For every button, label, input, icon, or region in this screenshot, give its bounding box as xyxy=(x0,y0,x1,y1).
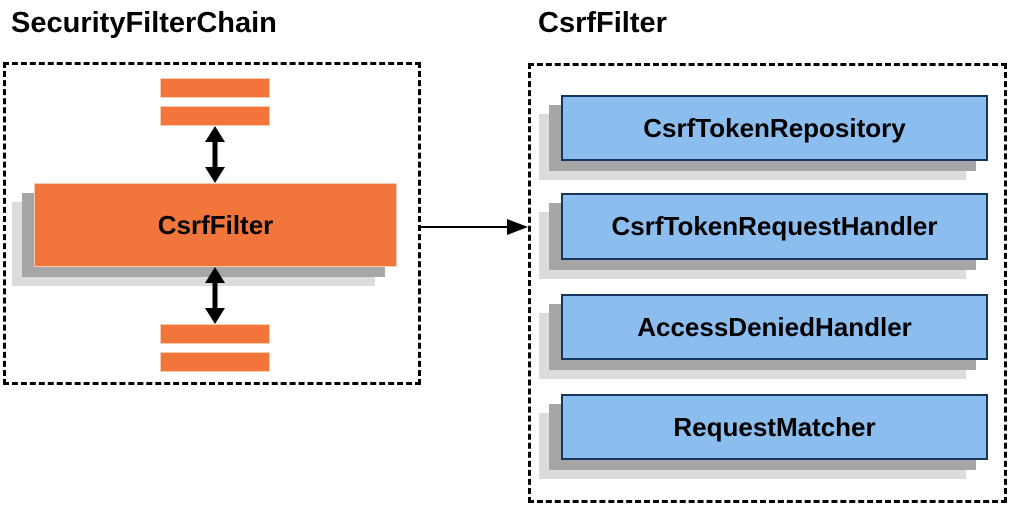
component-node-access-denied-handler: AccessDeniedHandler xyxy=(561,294,988,360)
component-label: CsrfTokenRequestHandler xyxy=(611,211,938,241)
double-arrow-icon xyxy=(205,267,225,324)
csrf-filter-node-label: CsrfFilter xyxy=(157,209,274,240)
component-node-csrf-token-request-handler: CsrfTokenRequestHandler xyxy=(561,193,988,260)
filter-placeholder-bar xyxy=(160,352,270,372)
double-arrow-icon xyxy=(205,126,225,183)
component-node-csrf-token-repository: CsrfTokenRepository xyxy=(561,95,988,161)
component-node-request-matcher: RequestMatcher xyxy=(561,394,988,460)
flow-arrow-icon xyxy=(421,219,528,235)
filter-placeholder-bar xyxy=(160,324,270,344)
security-filter-chain-container: CsrfFilter xyxy=(3,62,421,385)
csrf-filter-node: CsrfFilter xyxy=(34,183,397,267)
csrf-filter-container: CsrfTokenRepository CsrfTokenRequestHand… xyxy=(528,63,1007,503)
csrf-filter-title: CsrfFilter xyxy=(538,7,667,39)
filter-placeholder-bar xyxy=(160,78,270,98)
component-label: RequestMatcher xyxy=(673,411,876,442)
component-label: AccessDeniedHandler xyxy=(637,311,912,342)
filter-placeholder-bar xyxy=(160,106,270,126)
component-label: CsrfTokenRepository xyxy=(643,112,906,143)
security-filter-chain-title: SecurityFilterChain xyxy=(11,7,277,39)
